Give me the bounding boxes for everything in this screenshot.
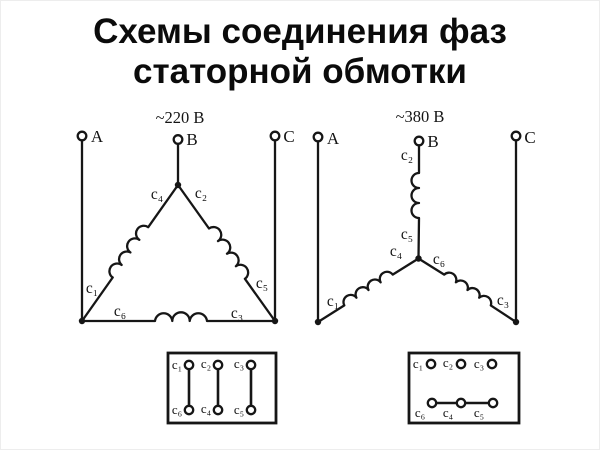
delta-terminal-board: c₁ c₂ c₃ c₆ c₄ c₅ xyxy=(166,351,278,425)
delta-voltage-label: ~220 В xyxy=(156,108,205,127)
star-label-c4: c₄ xyxy=(390,243,402,260)
delta-board-terminal-c4 xyxy=(212,404,224,416)
page-title-line2: статорной обмотки xyxy=(133,52,467,91)
star-label-c3: c₃ xyxy=(497,292,509,309)
delta-winding-right xyxy=(176,183,277,323)
star-board-label-c5: c₅ xyxy=(474,405,484,420)
star-board-terminal-c5 xyxy=(487,397,499,409)
star-voltage-label: ~380 В xyxy=(396,107,445,126)
star-terminal-b xyxy=(413,135,425,147)
delta-board-frame xyxy=(166,351,278,425)
delta-board-label-c4: c₄ xyxy=(201,401,212,416)
delta-board-terminal-c2 xyxy=(212,359,224,371)
star-board-label-c3: c₃ xyxy=(474,356,484,371)
page-title: Схемы соединения фаз статорной обмотки xyxy=(0,12,600,92)
star-winding-b xyxy=(410,144,421,260)
delta-terminal-c xyxy=(269,130,281,142)
star-board-terminal-c3 xyxy=(486,358,498,370)
delta-winding-left xyxy=(80,183,180,323)
delta-phase-a-label: A xyxy=(91,127,104,146)
delta-junction-dot-left xyxy=(78,317,86,325)
star-board-label-c2: c₂ xyxy=(443,355,453,370)
star-board-label-c6: c₆ xyxy=(415,405,425,420)
delta-label-c4: c₄ xyxy=(151,186,163,203)
delta-winding-bottom xyxy=(80,311,277,323)
delta-terminal-b xyxy=(172,134,184,145)
delta-board-label-c1: c₁ xyxy=(172,357,182,372)
star-board-label-c4: c₄ xyxy=(443,405,454,420)
delta-diagram: ~220 В A B C c₄ c₂ c₁ c₅ c₆ xyxy=(76,108,295,325)
star-label-c2: c₂ xyxy=(401,147,413,164)
star-board-terminal-c2 xyxy=(455,358,467,370)
delta-label-c1: c₁ xyxy=(86,280,98,297)
star-label-c5: c₅ xyxy=(401,226,413,243)
star-terminal-a xyxy=(312,131,324,143)
delta-phase-b-label: B xyxy=(186,130,197,149)
delta-board-label-c6: c₆ xyxy=(172,402,182,417)
star-board-frame xyxy=(407,351,521,425)
star-board-label-c1: c₁ xyxy=(413,356,423,371)
star-winding-c xyxy=(417,257,518,324)
star-phase-b-label: B xyxy=(427,132,438,151)
star-phase-c-label: C xyxy=(524,128,535,147)
delta-board-terminal-c1 xyxy=(183,359,195,371)
delta-label-c2: c₂ xyxy=(195,185,207,202)
delta-board-label-c3: c₃ xyxy=(234,356,244,371)
delta-junction-dot-top xyxy=(174,181,182,189)
page-title-line1: Схемы соединения фаз xyxy=(93,12,507,51)
delta-label-c3: c₃ xyxy=(231,305,243,322)
star-phase-a-label: A xyxy=(327,129,340,148)
delta-label-c6: c₆ xyxy=(114,303,126,320)
star-label-c1: c₁ xyxy=(327,293,339,310)
star-board-terminal-c4 xyxy=(455,397,467,409)
star-label-c6: c₆ xyxy=(433,251,445,268)
delta-board-label-c2: c₂ xyxy=(201,356,211,371)
delta-terminal-a xyxy=(76,130,88,142)
delta-board-terminal-c3 xyxy=(245,359,257,371)
star-board-terminal-c6 xyxy=(426,397,438,409)
star-junction-dot-left xyxy=(314,318,322,326)
star-board-terminal-c1 xyxy=(425,358,437,370)
star-junction-dot-right xyxy=(512,318,520,326)
delta-junction-dot-right xyxy=(271,317,279,325)
delta-board-terminal-c6 xyxy=(183,404,195,416)
delta-phase-c-label: C xyxy=(283,127,294,146)
star-diagram: ~380 В A B C c₂ c₅ c₄ c₆ xyxy=(312,107,536,326)
star-winding-a xyxy=(316,257,420,324)
delta-label-c5: c₅ xyxy=(256,275,268,292)
star-terminal-c xyxy=(510,130,522,142)
delta-board-terminal-c5 xyxy=(245,404,257,416)
star-neutral-dot xyxy=(415,255,422,262)
delta-board-label-c5: c₅ xyxy=(234,402,244,417)
star-terminal-board: c₁ c₂ c₃ c₆ c₄ c₅ xyxy=(407,351,521,425)
